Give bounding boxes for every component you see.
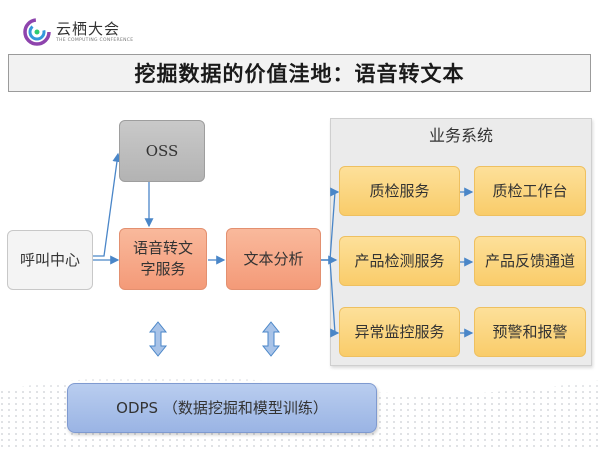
quality-service-node: 质检服务 bbox=[339, 166, 460, 216]
oss-node: OSS bbox=[119, 120, 205, 182]
page-title: 挖掘数据的价值洼地：语音转文本 bbox=[134, 62, 465, 86]
product-detection-node: 产品检测服务 bbox=[339, 236, 460, 286]
speech-to-text-node: 语音转文 字服务 bbox=[119, 228, 207, 290]
title-banner: 挖掘数据的价值洼地：语音转文本 bbox=[8, 54, 591, 92]
arrow-call-to-oss bbox=[92, 152, 122, 257]
cloud-logo-icon bbox=[23, 18, 51, 46]
anomaly-monitor-label: 异常监控服务 bbox=[354, 322, 445, 341]
double-arrow-speech-odps-icon bbox=[148, 321, 168, 357]
quality-workbench-label: 质检工作台 bbox=[492, 181, 568, 200]
brand-name: 云栖大会 bbox=[56, 20, 121, 38]
alert-alarm-label: 预警和报警 bbox=[492, 322, 568, 341]
double-arrow-text-odps-icon bbox=[261, 321, 281, 357]
text-analysis-node: 文本分析 bbox=[226, 228, 321, 290]
call-center-label: 呼叫中心 bbox=[19, 250, 80, 269]
quality-workbench-node: 质检工作台 bbox=[474, 166, 586, 216]
call-center-node: 呼叫中心 bbox=[7, 230, 93, 290]
product-feedback-node: 产品反馈通道 bbox=[474, 236, 586, 286]
oss-label: OSS bbox=[145, 141, 179, 160]
product-feedback-label: 产品反馈通道 bbox=[484, 251, 575, 270]
alert-alarm-node: 预警和报警 bbox=[474, 307, 586, 357]
brand-tagline: THE COMPUTING CONFERENCE bbox=[56, 38, 134, 43]
business-system-title: 业务系统 bbox=[428, 126, 493, 145]
product-detection-label: 产品检测服务 bbox=[354, 251, 445, 270]
odps-node: ODPS （数据挖掘和模型训练） bbox=[67, 383, 377, 433]
speech-to-text-label-line1: 语音转文 bbox=[132, 239, 193, 257]
speech-to-text-label-line2: 字服务 bbox=[140, 260, 186, 278]
odps-label: ODPS （数据挖掘和模型训练） bbox=[116, 398, 328, 417]
text-analysis-label: 文本分析 bbox=[243, 249, 304, 268]
quality-service-label: 质检服务 bbox=[369, 181, 430, 200]
anomaly-monitor-node: 异常监控服务 bbox=[339, 307, 460, 357]
